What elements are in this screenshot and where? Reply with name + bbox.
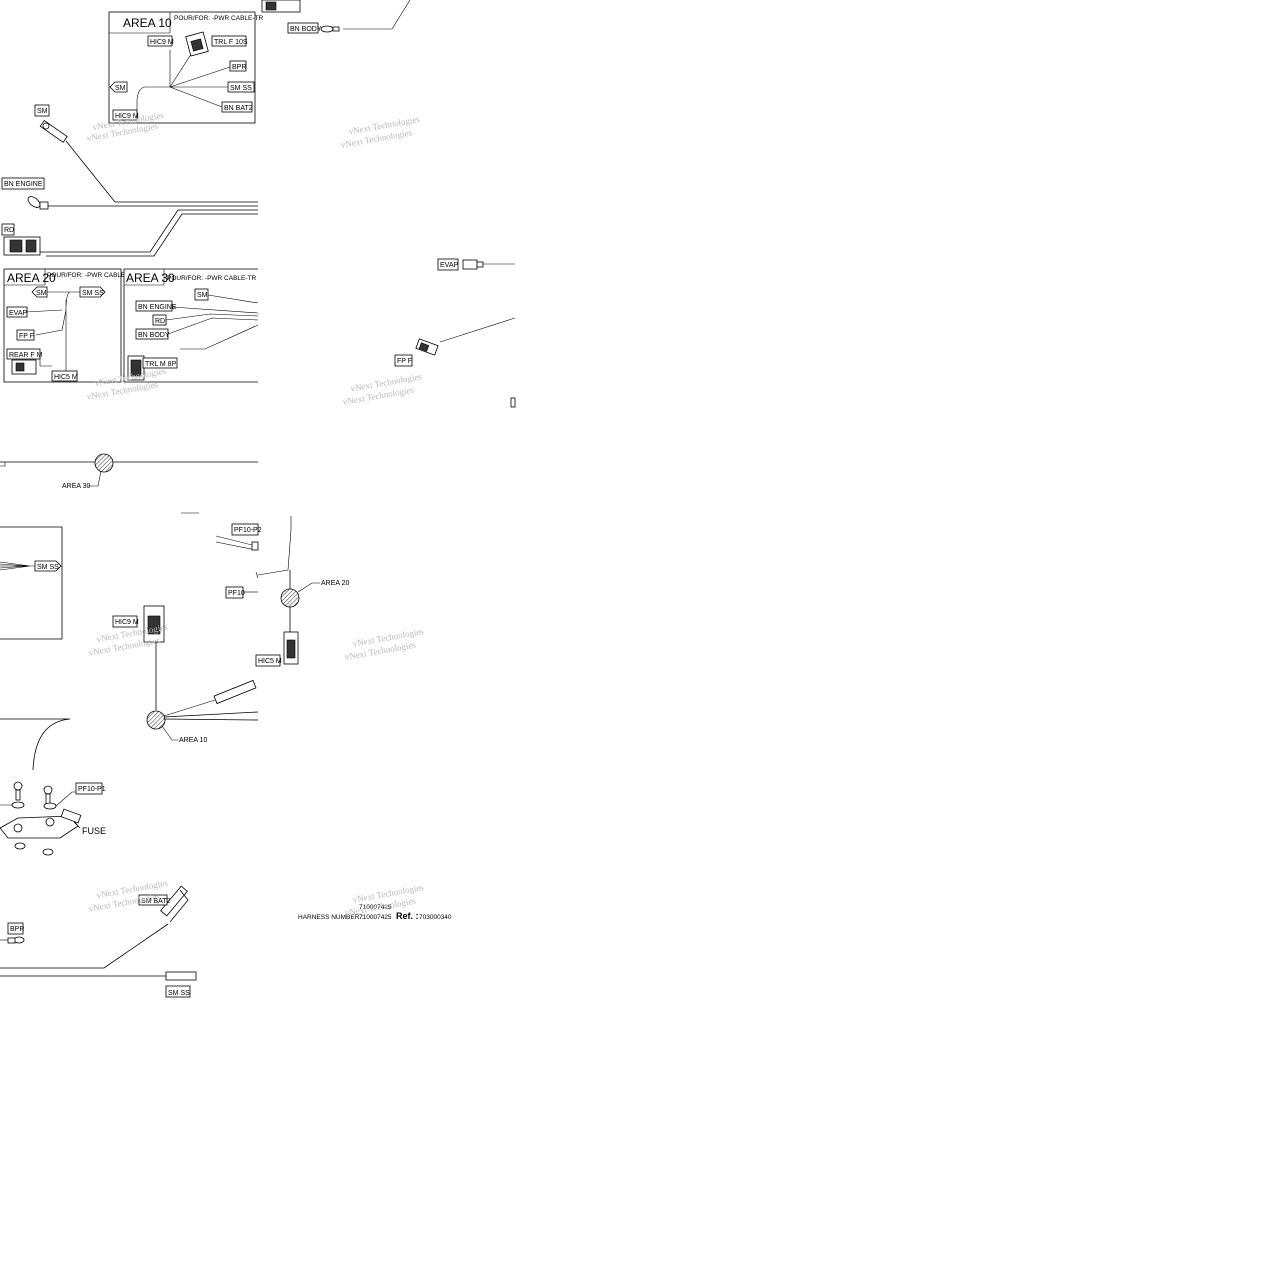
label-evap-a20: EVAP	[6, 306, 27, 318]
label-bn-engine: BN ENGINE	[1, 177, 45, 190]
svg-text:HIC9 M: HIC9 M	[115, 619, 139, 626]
label-hic9-m-a10: HIC9 M	[147, 35, 174, 47]
label-fp-f-a20: FP F	[16, 329, 35, 341]
label-pf10: PF10	[225, 586, 245, 599]
harness-above: 710007425	[359, 904, 392, 911]
svg-text:BN BODY: BN BODY	[290, 26, 322, 33]
label-sm-ss-mid: SM SS	[34, 560, 62, 572]
label-sm-ss-bottom: SM SS	[165, 985, 191, 998]
area10-panel: AREA 10 POUR/FOR: -PWR CABLE-TR HIC9 M T…	[108, 11, 264, 124]
area20-panel: AREA 20 POUR/FOR: -PWR CABLE-TR SM SM SS…	[3, 268, 137, 383]
svg-text:AREA 20: AREA 20	[321, 580, 350, 587]
area20-note: POUR/FOR: -PWR CABLE-TR	[47, 272, 137, 279]
ref-value: 703000340	[419, 914, 452, 921]
fp-f-connector: FP F	[394, 317, 516, 408]
svg-text:BN ENGINE: BN ENGINE	[138, 304, 177, 311]
svg-text:PF10: PF10	[228, 590, 245, 597]
area20-title: AREA 20	[7, 271, 56, 285]
label-sm-ss-a10: SM SS	[227, 81, 255, 93]
label-sm-top: SM	[34, 104, 50, 117]
svg-text:SM: SM	[115, 85, 126, 92]
label-hic9-m-a10-bottom: HIC9 M	[112, 109, 139, 121]
label-trl-f-10s: TRL F 10S	[211, 35, 248, 47]
svg-text:BN BAT2: BN BAT2	[224, 105, 253, 112]
sm-terminal: SM	[34, 104, 258, 203]
label-bpr-a10: BPR	[229, 60, 246, 72]
rd-connector: RD	[1, 223, 41, 256]
label-bn-engine-a30: BN ENGINE	[135, 300, 177, 312]
svg-text:FP F: FP F	[397, 358, 412, 365]
svg-text:BN BODY: BN BODY	[138, 332, 170, 339]
hic9-section: HIC9 M AREA 10	[0, 605, 259, 771]
label-hic5-m-a20: HIC5 M	[51, 370, 78, 382]
fuse-assembly: PF10-P1 FUSE	[0, 781, 106, 856]
label-sm-a30: SM	[194, 288, 209, 301]
svg-text:SM BAT2: SM BAT2	[141, 898, 171, 905]
area10-title: AREA 10	[123, 16, 172, 30]
svg-text:RD: RD	[155, 318, 165, 325]
svg-text:SM SS: SM SS	[230, 85, 252, 92]
evap-connector: EVAP	[437, 258, 515, 271]
svg-text:SM: SM	[37, 108, 48, 115]
svg-text:PF10-P2: PF10-P2	[234, 527, 262, 534]
label-sm-bat2: SM BAT2	[138, 894, 171, 906]
area30-callout: AREA 30	[0, 453, 258, 490]
pf10-section: PF10-P2 PF10 AREA 20 HIC5 M	[181, 512, 350, 667]
label-bn-body: BN BODY	[287, 22, 322, 34]
svg-text:HIC9 M: HIC9 M	[115, 113, 139, 120]
label-bpr: BPR	[7, 922, 24, 935]
sm-ss-panel: SM SS	[0, 526, 63, 640]
svg-text:BN ENGINE: BN ENGINE	[4, 181, 43, 188]
label-hic9-m: HIC9 M	[112, 615, 139, 628]
svg-text:HIC5 M: HIC5 M	[258, 658, 282, 665]
svg-text:TRL F 10S: TRL F 10S	[214, 39, 248, 46]
svg-text:BPR: BPR	[232, 64, 246, 71]
watermarks: vNext Technologies vNext Technologies vN…	[86, 110, 425, 918]
area10-note: POUR/FOR: -PWR CABLE-TR	[174, 15, 264, 22]
svg-text:AREA 30: AREA 30	[62, 483, 91, 490]
label-pf10-p2: PF10-P2	[231, 523, 262, 536]
label-fp-f: FP F	[394, 354, 413, 367]
label-rd: RD	[1, 223, 15, 236]
label-evap: EVAP	[437, 258, 458, 271]
svg-text:SM: SM	[197, 292, 208, 299]
bn-body-connector: BN BODY	[261, 0, 411, 34]
label-sm-a20: SM	[31, 286, 48, 298]
harness-number: 710007425 HARNESS NUMBER : 710007425 Ref…	[298, 904, 452, 921]
svg-text:SM: SM	[36, 290, 47, 297]
svg-text:REAR F M: REAR F M	[9, 352, 43, 359]
label-hic5-m: HIC5 M	[255, 654, 282, 667]
svg-text:HIC9 M: HIC9 M	[150, 39, 174, 46]
svg-text:FP F: FP F	[19, 333, 34, 340]
svg-text:BPR: BPR	[10, 926, 24, 933]
svg-text:EVAP: EVAP	[9, 310, 27, 317]
ref-label: Ref. :	[396, 911, 419, 921]
label-sm-a10: SM	[109, 81, 128, 93]
fuse-label: FUSE	[82, 826, 106, 836]
label-sm-ss-a20: SM SS	[79, 286, 106, 298]
area30-panel: AREA 30 POUR/FOR: -PWR CABLE-TR SM BN EN…	[123, 268, 259, 383]
svg-text:RD: RD	[4, 227, 14, 234]
label-bn-bat2-a10: BN BAT2	[221, 101, 253, 113]
svg-text:SM SS: SM SS	[82, 290, 104, 297]
svg-text:HIC5 M: HIC5 M	[54, 374, 78, 381]
label-rear-f-m: REAR F M	[6, 348, 43, 360]
label-pf10-p1: PF10-P1	[75, 782, 106, 795]
svg-text:TRL M 8P: TRL M 8P	[145, 361, 177, 368]
label-rd-a30: RD	[152, 314, 167, 326]
harness-label: HARNESS NUMBER :	[298, 914, 363, 921]
bn-engine-terminal: BN ENGINE	[1, 177, 258, 257]
area30-title: AREA 30	[126, 271, 175, 285]
bottom-connectors: SM BAT2 BPR SM SS	[0, 885, 197, 998]
svg-text:AREA 10: AREA 10	[179, 737, 208, 744]
label-bn-body-a30: BN BODY	[135, 328, 170, 340]
svg-text:SM SS: SM SS	[168, 990, 190, 997]
harness-value: 710007425	[359, 914, 392, 921]
label-trl-m-8p: TRL M 8P	[142, 357, 178, 369]
svg-text:EVAP: EVAP	[440, 262, 458, 269]
svg-text:SM SS: SM SS	[37, 564, 59, 571]
svg-text:PF10-P1: PF10-P1	[78, 786, 106, 793]
area30-note: POUR/FOR: -PWR CABLE-TR	[167, 275, 257, 282]
